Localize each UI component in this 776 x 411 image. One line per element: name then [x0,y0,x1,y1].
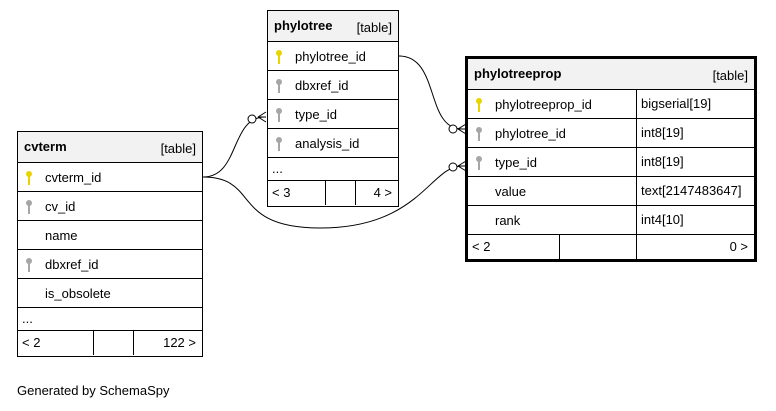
table-type-label: [table] [712,68,748,83]
column-name: dbxref_id [45,257,99,272]
column-datatype: bigserial[19] [636,90,711,118]
column-row[interactable]: cv_id [18,192,202,221]
column-row[interactable]: is_obsolete [18,279,202,308]
column-name: cv_id [45,199,76,214]
edge-optional-marker [448,162,458,172]
key-icon [26,258,32,272]
table-phylotreeprop[interactable]: phylotreeprop [table] phylotreeprop_id b… [465,56,757,262]
column-datatype: int8[19] [636,148,684,176]
table-footer: < 2 122 > [18,331,202,355]
edge-cvterm-phylotree [202,116,266,178]
table-name[interactable]: phylotree [274,18,333,33]
column-datatype: int8[19] [636,119,684,147]
table-footer: < 2 0 > [468,235,754,259]
table-header: phylotree [table] [268,11,398,42]
column-row[interactable]: phylotree_id [268,42,398,71]
key-icon [276,79,282,93]
edge-phylotree-phylotreeprop [398,55,463,130]
footer-divider [133,331,134,355]
more-columns-row: ... [18,308,202,331]
table-footer: < 3 4 > [268,181,398,205]
edge-crowfoot-marker [257,111,267,123]
column-datatype: text[2147483647] [636,177,741,205]
key-icon [276,108,282,122]
children-count[interactable]: 122 > [163,335,196,350]
column-name: dbxref_id [295,78,349,93]
key-icon [276,137,282,151]
key-icon [476,156,482,170]
column-row[interactable]: analysis_id [268,129,398,158]
edge-cvterm-phylotreeprop [202,165,463,229]
column-row[interactable]: type_id int8[19] [468,148,754,177]
column-name: phylotree_id [495,126,566,141]
column-row[interactable]: rank int4[10] [468,206,754,235]
generated-by-label: Generated by SchemaSpy [17,383,170,398]
key-icon [26,200,32,214]
column-name: value [495,184,527,199]
column-name: cvterm_id [45,170,102,185]
parents-count[interactable]: < 3 [272,185,291,200]
column-datatype: int4[10] [636,206,684,234]
parents-count[interactable]: < 2 [472,239,491,254]
footer-divider [636,235,637,259]
edge-crowfoot-marker [457,160,467,172]
table-name[interactable]: cvterm [24,139,67,154]
table-type-label: [table] [160,141,196,156]
key-icon [276,50,282,64]
key-icon [26,171,32,185]
column-name: phylotreeprop_id [495,97,592,112]
table-name[interactable]: phylotreeprop [474,66,562,81]
more-columns-indicator: ... [272,161,283,176]
column-row[interactable]: dbxref_id [268,71,398,100]
children-count[interactable]: 4 > [373,185,392,200]
column-row[interactable]: dbxref_id [18,250,202,279]
column-row[interactable]: phylotree_id int8[19] [468,119,754,148]
column-name: type_id [495,155,537,170]
column-row[interactable]: value text[2147483647] [468,177,754,206]
column-name: rank [495,213,521,228]
key-icon [476,127,482,141]
key-icon [476,98,482,112]
more-columns-row: ... [268,158,398,181]
column-name: name [45,228,78,243]
column-row[interactable]: name [18,221,202,250]
footer-divider [355,181,356,205]
children-count[interactable]: 0 > [729,239,748,254]
edge-optional-marker [247,114,257,124]
table-header: phylotreeprop [table] [468,59,754,90]
column-name: is_obsolete [45,286,111,301]
column-row[interactable]: cvterm_id [18,163,202,192]
column-name: analysis_id [295,136,360,151]
table-header: cvterm [table] [18,132,202,163]
footer-divider [93,331,94,355]
footer-divider [559,235,560,259]
column-name: phylotree_id [295,49,366,64]
column-row[interactable]: type_id [268,100,398,129]
edge-optional-marker [448,124,458,134]
edge-crowfoot-marker [457,123,467,135]
more-columns-indicator: ... [22,311,33,326]
parents-count[interactable]: < 2 [22,335,41,350]
column-name: type_id [295,107,337,122]
table-type-label: [table] [356,20,392,35]
table-phylotree[interactable]: phylotree [table] phylotree_id dbxref_id… [267,10,399,207]
column-row[interactable]: phylotreeprop_id bigserial[19] [468,90,754,119]
table-cvterm[interactable]: cvterm [table] cvterm_id cv_id name dbxr… [17,131,203,357]
footer-divider [325,181,326,205]
